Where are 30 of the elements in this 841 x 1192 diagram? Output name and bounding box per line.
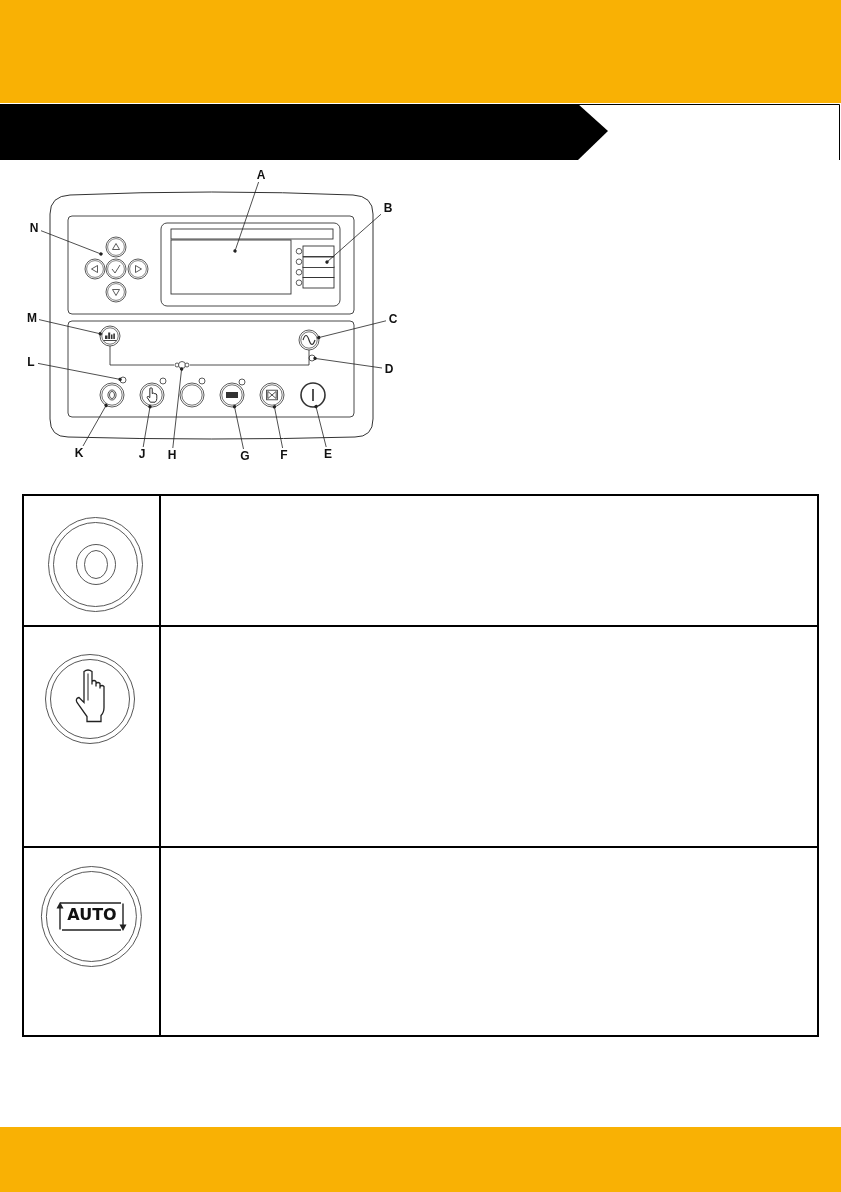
callout-letter: N bbox=[27, 221, 41, 235]
callout-letter: G bbox=[238, 449, 252, 463]
callout-letter: M bbox=[25, 311, 39, 325]
connector-line bbox=[109, 345, 175, 366]
callout-letter: H bbox=[165, 448, 179, 462]
navigation-keypad bbox=[83, 235, 151, 305]
auto-button bbox=[219, 382, 245, 408]
display-key bbox=[302, 255, 335, 268]
callout-letter: C bbox=[386, 312, 400, 326]
callout-letter: J bbox=[135, 447, 149, 461]
mains-button bbox=[298, 329, 320, 351]
callout-letter: A bbox=[254, 168, 268, 182]
callout-letter: L bbox=[24, 355, 38, 369]
stop-button bbox=[99, 382, 125, 408]
callout-letter: F bbox=[277, 448, 291, 462]
mode-label: AUTO bbox=[66, 905, 118, 926]
breaker-button bbox=[99, 325, 121, 347]
callout-letter: D bbox=[382, 362, 396, 376]
indicator-led bbox=[308, 354, 316, 362]
callout-letter: E bbox=[321, 447, 335, 461]
display-screen bbox=[170, 239, 292, 295]
blank-button bbox=[179, 382, 205, 408]
start-button bbox=[300, 382, 326, 408]
callout-letter: K bbox=[72, 446, 86, 460]
manual-button bbox=[139, 382, 165, 408]
connector-line bbox=[189, 349, 310, 366]
indicator-led bbox=[173, 360, 191, 370]
callout-letter: B bbox=[381, 201, 395, 215]
indicator-led bbox=[119, 376, 127, 384]
mute-button bbox=[259, 382, 285, 408]
